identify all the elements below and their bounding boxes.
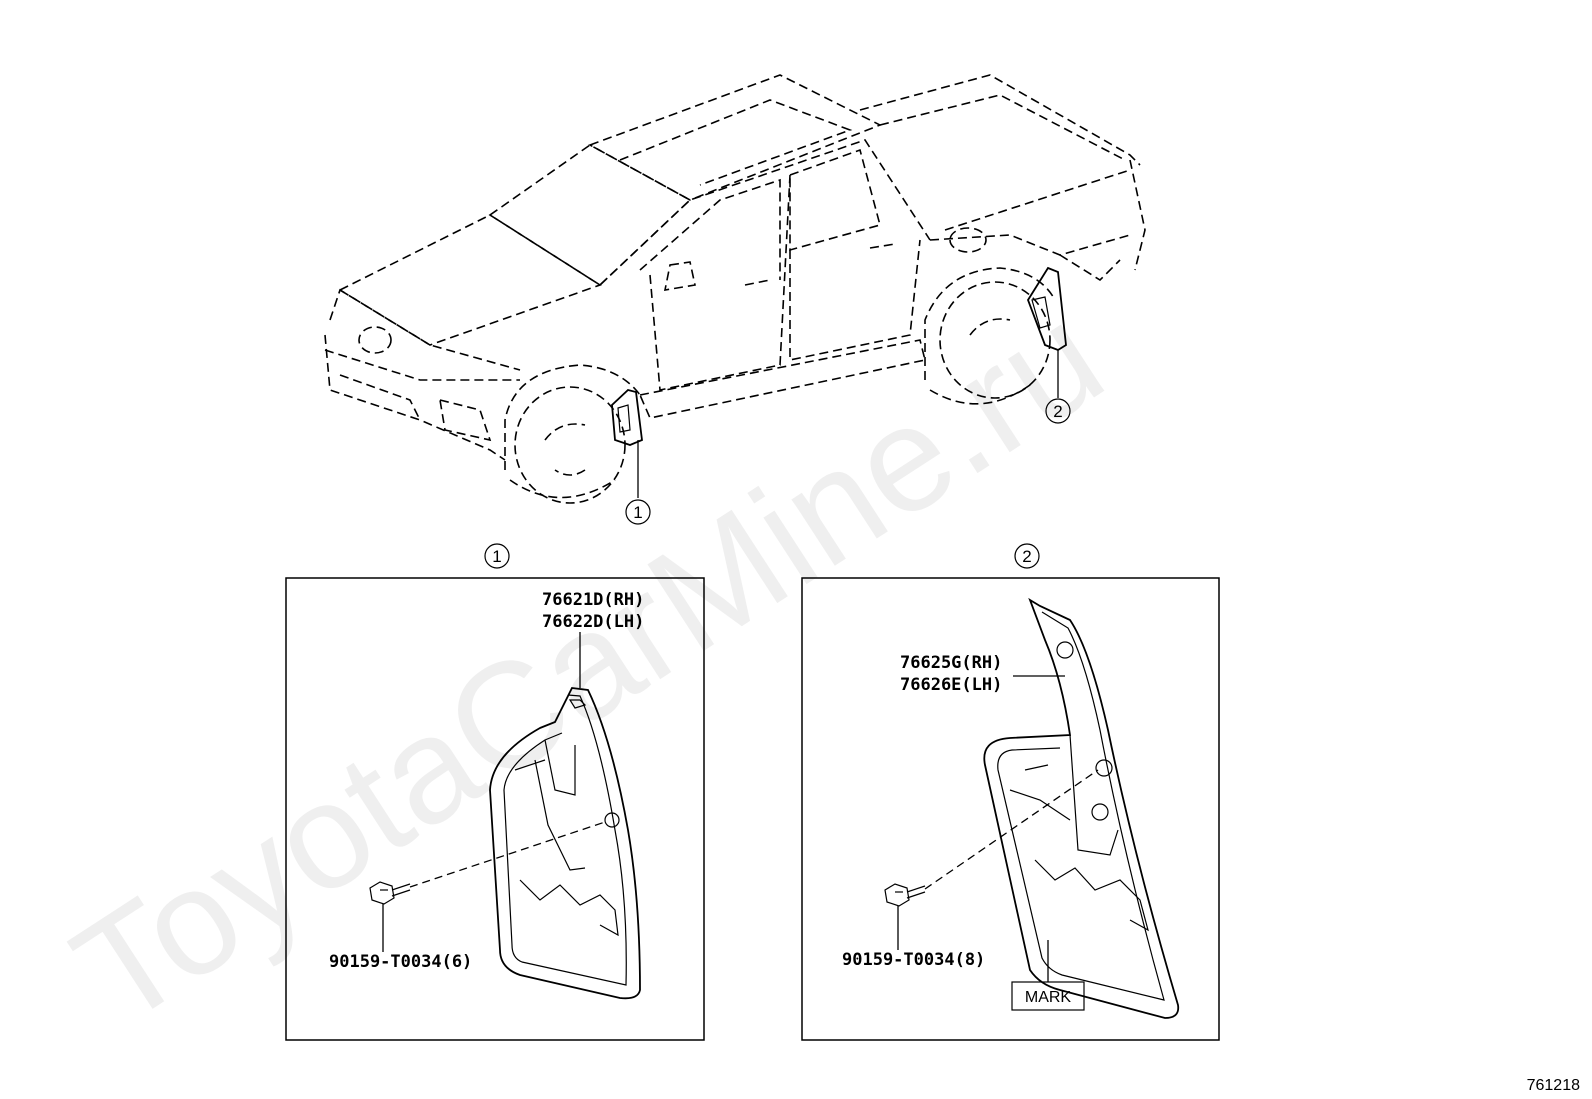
front-mudguard-shape bbox=[611, 389, 643, 446]
front-screw bbox=[369, 881, 411, 905]
callout-panel-front: 1 bbox=[484, 543, 510, 569]
svg-text:2: 2 bbox=[1022, 547, 1031, 566]
detail-panel-rear bbox=[801, 577, 1220, 1041]
front-screw-label: 90159-T0034(6) bbox=[329, 952, 472, 972]
svg-text:MARK: MARK bbox=[1025, 989, 1072, 1006]
svg-text:1: 1 bbox=[633, 503, 642, 522]
diagram-reference-number: 761218 bbox=[1527, 1077, 1580, 1094]
rear-part-lh-label: 76626E(LH) bbox=[900, 675, 1002, 695]
front-mudguard-detail bbox=[489, 687, 641, 1000]
rear-screw bbox=[884, 883, 926, 907]
front-part-rh-label: 76621D(RH) bbox=[542, 590, 644, 610]
rear-mudguard-detail bbox=[983, 597, 1180, 1019]
front-part-lh-label: 76622D(LH) bbox=[542, 612, 644, 632]
callout-panel-rear: 2 bbox=[1014, 543, 1040, 569]
rear-part-rh-label: 76625G(RH) bbox=[900, 653, 1002, 673]
truck-illustration bbox=[324, 74, 1146, 504]
callout-truck-rear: 2 bbox=[1045, 398, 1071, 424]
rear-screw-label: 90159-T0034(8) bbox=[842, 950, 985, 970]
mark-label-box: MARK bbox=[1011, 981, 1085, 1011]
detail-panel-front bbox=[285, 577, 705, 1041]
svg-text:2: 2 bbox=[1053, 402, 1062, 421]
callout-truck-front: 1 bbox=[625, 499, 651, 525]
svg-text:1: 1 bbox=[492, 547, 501, 566]
